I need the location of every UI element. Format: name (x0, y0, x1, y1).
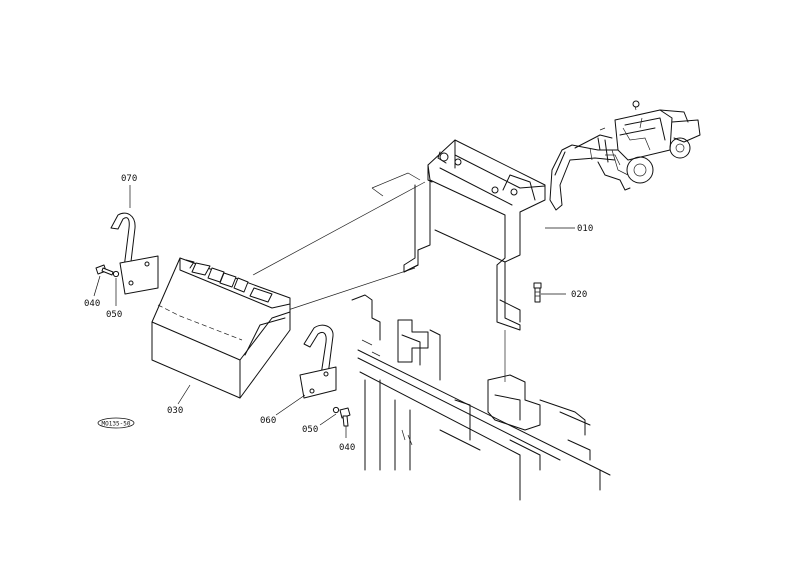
machine-frame (351, 294, 611, 501)
leader-lines (93, 185, 575, 438)
label-040-right: 040 (339, 443, 355, 453)
fasteners-left (95, 264, 120, 278)
label-040-left: 040 (84, 299, 100, 309)
backhoe-tractor-thumbnail (549, 100, 701, 211)
label-070: 070 (121, 174, 137, 184)
part-labels: 010 020 030 040 050 060 050 040 070 (84, 174, 593, 453)
label-020: 020 (571, 290, 587, 300)
drawing-code-stamp: MO135-50 (97, 417, 135, 429)
bolt-020 (533, 282, 542, 303)
label-060: 060 (260, 416, 276, 426)
label-030: 030 (167, 406, 183, 416)
cover-030 (151, 257, 291, 399)
label-010: 010 (577, 224, 593, 234)
bolt-hole-icon (510, 188, 518, 196)
washer-icon (332, 406, 340, 414)
drawing-code: MO135-50 (102, 421, 131, 428)
bolt-hole-icon (491, 186, 499, 194)
bracket-010 (403, 139, 546, 331)
hook-060 (299, 324, 337, 399)
label-050-right: 050 (302, 425, 318, 435)
bolt-hole-icon (439, 152, 449, 162)
reference-lines (252, 172, 506, 382)
bolt-hole-icon (454, 158, 462, 166)
washer-icon (112, 270, 120, 278)
hook-070 (110, 212, 159, 295)
label-050-left: 050 (106, 310, 122, 320)
fasteners-right (332, 406, 351, 427)
